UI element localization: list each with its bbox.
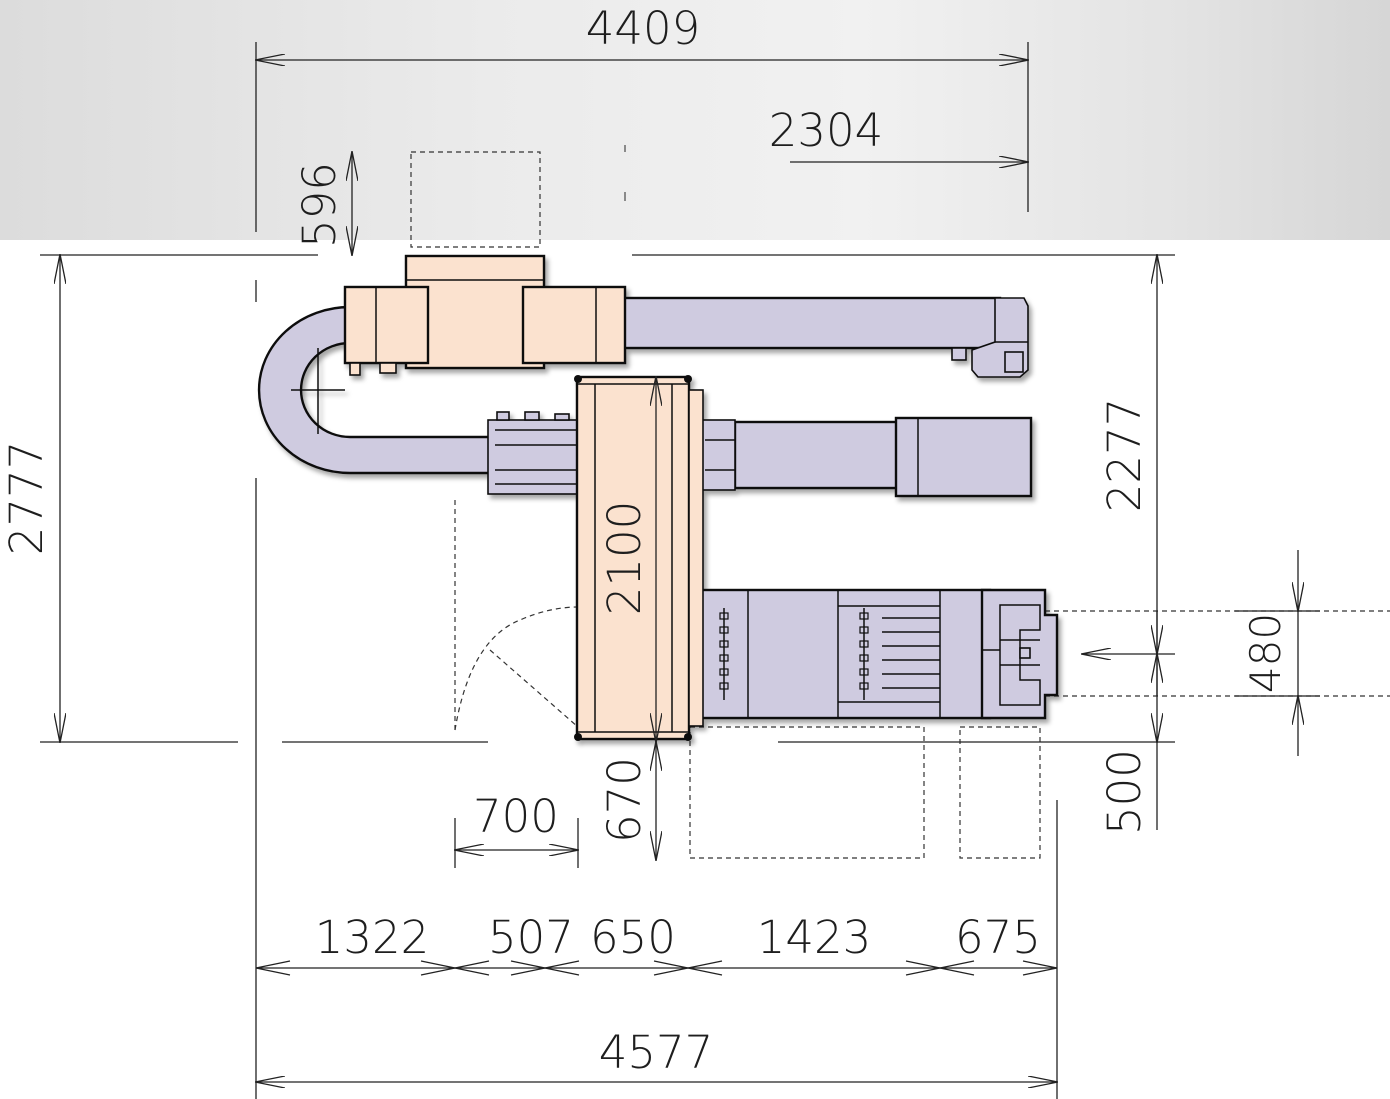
dim-center-length: 2100 [598,501,651,616]
bottom-service-zone-left [689,726,925,859]
dim-segment-1: 1322 [315,911,430,964]
lower-arm-rail [487,419,581,495]
dim-top-total: 4409 [586,2,701,55]
dim-segment-4: 1423 [757,911,872,964]
dim-top-partial: 2304 [769,104,884,157]
upper-transfer-arm [598,296,1002,350]
chain-guides [719,608,940,700]
dim-bottom-total: 4577 [599,1026,714,1079]
lower-transfer-arm [733,420,902,490]
dim-top-offset: 596 [293,162,346,248]
dim-door-width: 700 [473,790,559,843]
dim-segment-5: 675 [955,911,1041,964]
u-return-conveyor [257,305,492,475]
top-carriage-right-block [521,285,627,365]
lower-arm-drive-unit [894,416,1033,498]
feeder-press-unit [698,588,992,720]
top-service-zone [410,151,541,248]
door-swing-diagonal [489,649,579,728]
dim-segment-2: 507 [488,911,574,964]
machine-assembly [257,254,1059,741]
dim-bottom-clearance: 500 [1098,749,1151,835]
top-carriage-left-block [343,285,430,365]
dim-left-total-height: 2777 [0,441,53,556]
door-swing-arc [454,606,579,731]
dim-lower-offset: 670 [598,757,651,843]
header-gradient-band [0,0,1390,240]
bottom-service-zone-right [959,726,1041,859]
dimension-lines [40,42,1320,1099]
dim-right-height: 2277 [1098,398,1151,513]
dim-segment-3: 650 [590,911,676,964]
service-zones [410,145,1390,859]
dimension-labels: 4409 2304 596 2777 2277 2100 480 500 670… [0,2,1290,1079]
dim-feed-width: 480 [1241,613,1290,693]
